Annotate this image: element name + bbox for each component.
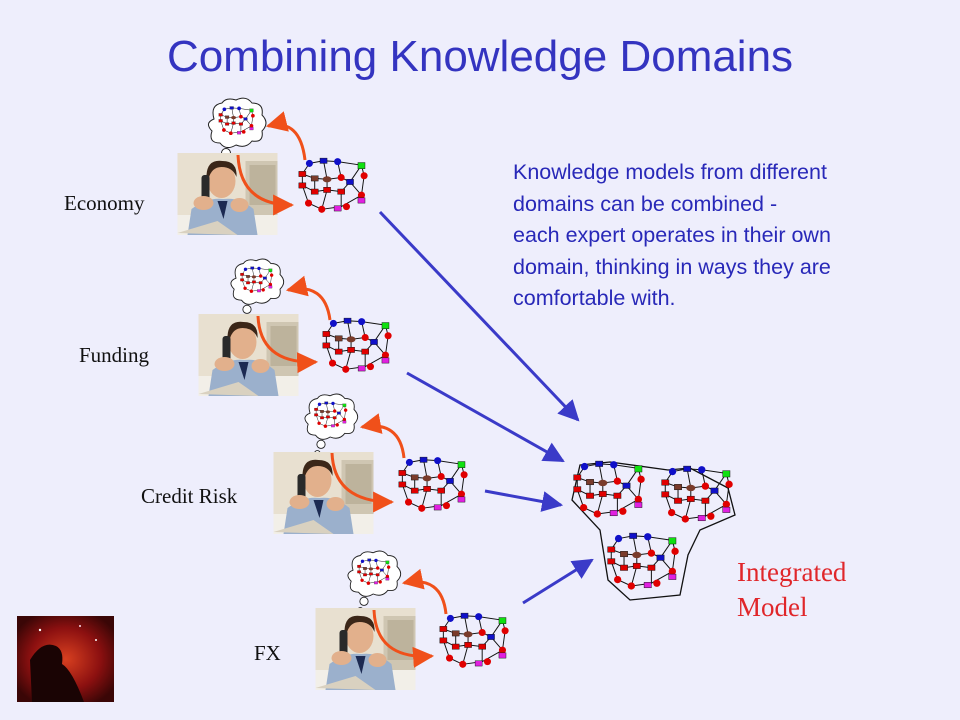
description-line: domains can be combined - [513, 191, 778, 216]
arrow-economy [378, 210, 580, 422]
model-arrow [236, 154, 295, 216]
arrow-credit-risk [484, 489, 564, 512]
network-graph [298, 157, 369, 214]
expert-photo [177, 153, 278, 235]
domain-economy [177, 98, 369, 235]
domain-label-funding: Funding [79, 343, 150, 367]
integrated-label-line: Integrated [737, 557, 847, 587]
description-text: Knowledge models from different domains … [513, 157, 933, 315]
network-graph [398, 456, 469, 513]
description-line: domain, thinking in ways they are [513, 254, 831, 279]
description-line: Knowledge models from different [513, 160, 827, 184]
description-line: comfortable with. [513, 286, 676, 310]
domain-funding [198, 259, 393, 396]
model-arrow [330, 452, 395, 513]
domain-fx [315, 551, 510, 690]
domain-label-economy: Economy [64, 191, 145, 215]
slide-title: Combining Knowledge Domains [166, 32, 794, 81]
arrow-fx [522, 558, 594, 605]
model-arrow [372, 609, 435, 668]
expert-photo [273, 452, 374, 534]
integrated-label-line: Model [737, 592, 808, 622]
thought-arrow [401, 568, 448, 615]
integration-arrows [378, 210, 594, 605]
nebula-logo [17, 616, 114, 702]
domain-label-credit-risk: Credit Risk [141, 484, 238, 508]
domain-label-fx: FX [254, 641, 281, 665]
model-arrow [256, 315, 319, 374]
expert-photo [315, 608, 416, 690]
network-graph [322, 317, 393, 374]
integrated-model-graph [571, 460, 736, 601]
network-graph [439, 612, 510, 669]
thought-arrow [265, 111, 307, 161]
description-line: each expert operates in their own [513, 223, 831, 247]
thought-arrow [359, 413, 406, 459]
domain-credit-risk [273, 394, 469, 534]
thought-arrow [285, 275, 332, 321]
arrow-funding [406, 371, 565, 463]
integrated-model-label: Integrated Model [737, 555, 846, 625]
expert-photo [198, 314, 299, 396]
